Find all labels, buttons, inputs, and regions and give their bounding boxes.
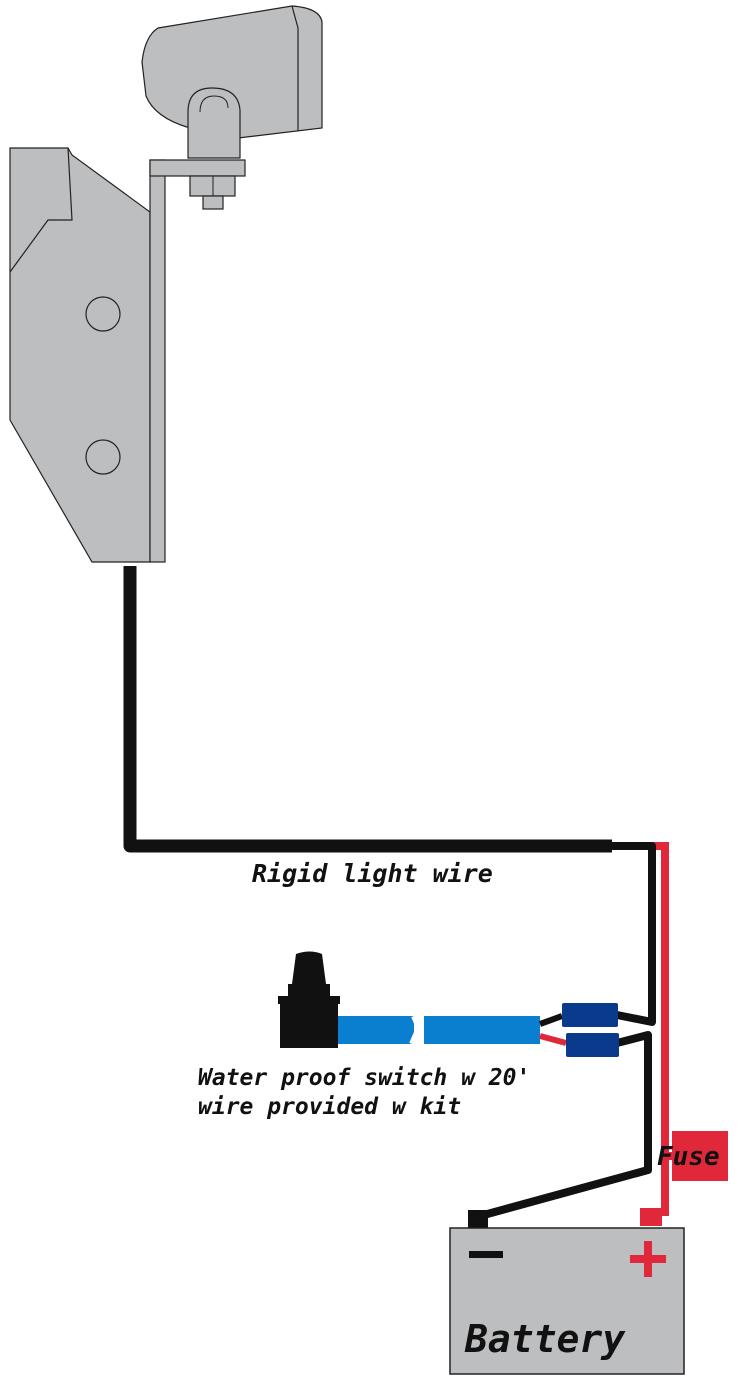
- bracket-bolt: [202, 195, 224, 210]
- switch-cap: [292, 951, 326, 984]
- mount-hole-lower: [85, 439, 121, 475]
- lamp-housing: [141, 5, 323, 139]
- red-wire-terminal: [640, 1208, 662, 1226]
- black-wire-terminal: [468, 1210, 488, 1228]
- battery-label: Battery: [464, 1317, 626, 1361]
- negative-black-wire: [478, 1031, 652, 1220]
- lamp-swivel-knuckle: [187, 87, 241, 159]
- mount-hole-upper: [85, 296, 121, 332]
- switch-label-line1: Water proof switch w 20': [198, 1065, 530, 1091]
- switch-base: [280, 1004, 338, 1048]
- battery-negative-sign: [469, 1251, 503, 1258]
- switch-wire-segment-left: [338, 1016, 414, 1044]
- switch-label-line2: wire provided w kit: [198, 1094, 461, 1120]
- rigid-light-wire: [123, 566, 612, 853]
- mounting-plate: [9, 147, 151, 563]
- light-ground-lead: [612, 842, 656, 1026]
- connector-upper: [562, 1003, 618, 1027]
- rigid-wire-label: Rigid light wire: [252, 859, 493, 888]
- waterproof-switch: [278, 951, 340, 1048]
- fuse-body: [672, 1131, 728, 1181]
- light-mount-assembly: [9, 5, 323, 563]
- switch-wire-segment-right: [424, 1016, 540, 1044]
- plate-cutout-detail: [9, 147, 73, 273]
- wire-break-mark: [409, 1014, 423, 1046]
- connector-lower: [566, 1033, 619, 1057]
- battery-positive-sign: [630, 1241, 666, 1277]
- battery: Battery: [449, 1227, 685, 1375]
- l-bracket-vertical: [149, 159, 166, 563]
- l-bracket-horizontal: [149, 159, 246, 177]
- fuse-label: Fuse: [657, 1142, 720, 1172]
